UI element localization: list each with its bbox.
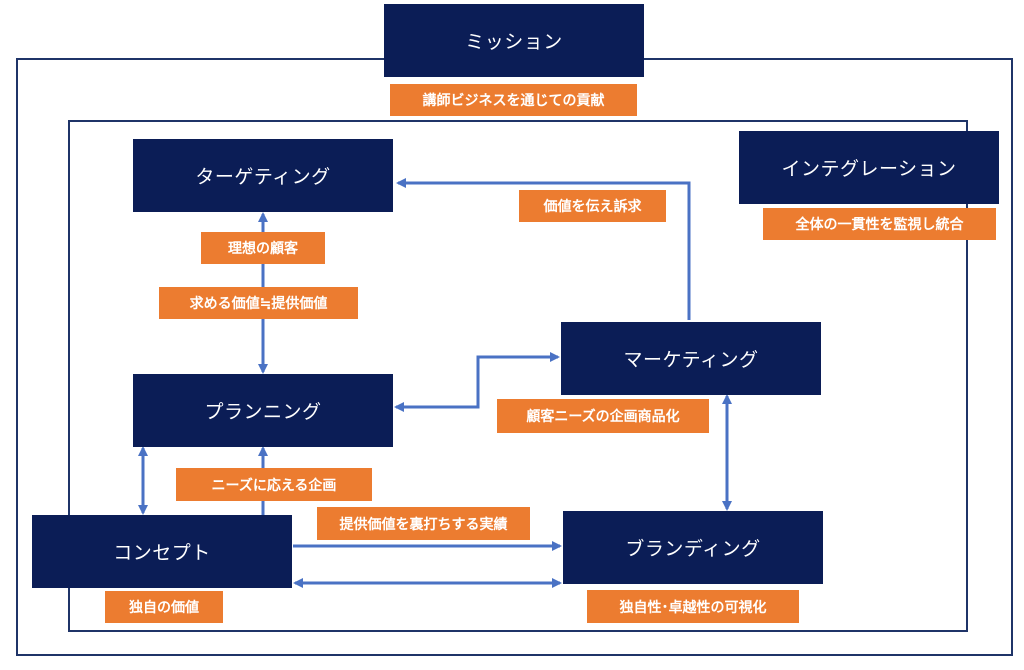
integration-box: インテグレーション — [739, 131, 999, 204]
concept-value-tag: 独自の価値 — [105, 591, 223, 623]
marketing-needs-tag: 顧客ニーズの企画商品化 — [497, 399, 709, 433]
inner-frame — [68, 120, 968, 632]
concept-box: コンセプト — [32, 515, 292, 588]
integration-tag: 全体の一貫性を監視し統合 — [763, 208, 996, 240]
arrow-marketing-targeting — [396, 178, 691, 320]
proof-tag: 提供価値を裏打ちする実績 — [317, 507, 530, 540]
marketing-box: マーケティング — [561, 322, 821, 395]
targeting-box: ターゲティング — [133, 139, 393, 212]
value-match-tag: 求める価値≒提供価値 — [159, 287, 358, 319]
planning-box: プランニング — [133, 374, 393, 447]
branding-box: ブランディング — [563, 511, 823, 584]
appeal-tag: 価値を伝え訴求 — [519, 190, 666, 222]
arrow-planning-marketing — [394, 352, 560, 412]
ideal-customer-tag: 理想の顧客 — [201, 232, 325, 264]
planning-needs-tag: ニーズに応える企画 — [176, 468, 372, 501]
mission-box: ミッション — [384, 4, 644, 77]
branding-tag: 独自性･卓越性の可視化 — [587, 590, 799, 623]
mission-tag: 講師ビジネスを通じての貢献 — [390, 84, 637, 116]
